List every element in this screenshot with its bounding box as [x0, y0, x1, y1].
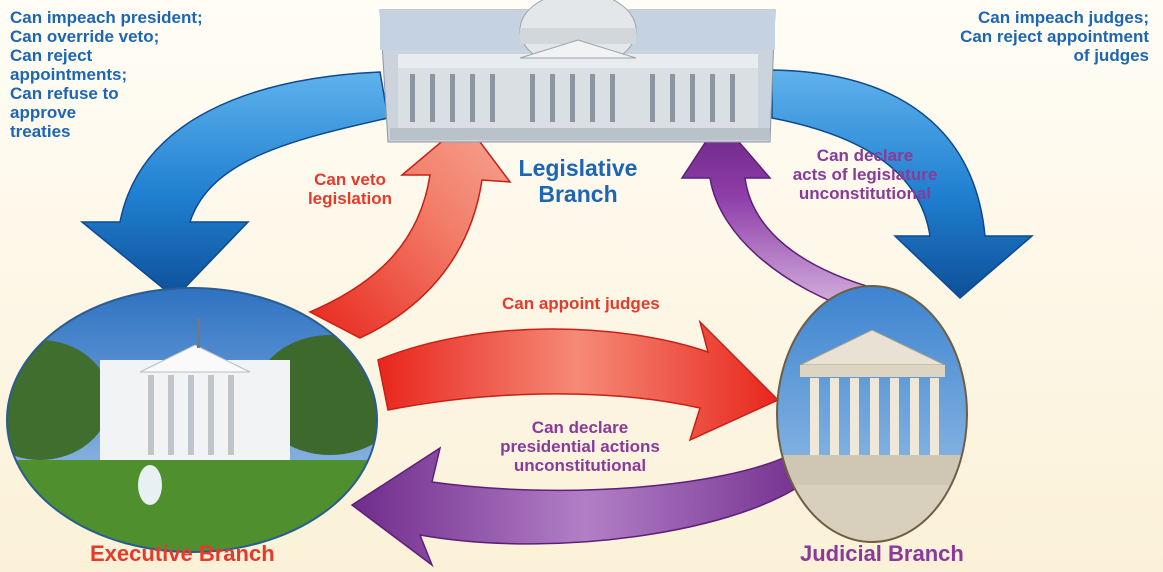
legislative-branch-title: Legislative Branch [518, 155, 638, 207]
capitol-building-image [379, 0, 776, 143]
label-judicial-checks-on-executive: Can declare presidential actions unconst… [500, 418, 660, 476]
supreme-court-image [777, 286, 967, 542]
arrow-legislative-to-judicial [771, 69, 1035, 300]
arrow-judicial-to-legislative [680, 118, 882, 313]
arrow-legislative-to-executive [79, 71, 389, 300]
label-executive-checks-on-judicial: Can appoint judges [502, 294, 660, 313]
label-legislative-checks-on-judicial: Can impeach judges; Can reject appointme… [960, 8, 1149, 66]
label-executive-checks-on-legislative: Can veto legislation [307, 170, 393, 209]
label-judicial-checks-on-legislative: Can declare acts of legislature unconsti… [792, 146, 938, 204]
arrow-judicial-to-executive [350, 446, 822, 568]
label-legislative-checks-on-executive: Can impeach president; Can override veto… [10, 8, 203, 142]
executive-branch-title: Executive Branch [90, 541, 275, 566]
judicial-branch-title: Judicial Branch [800, 541, 964, 566]
arrow-executive-to-legislative [308, 120, 512, 339]
